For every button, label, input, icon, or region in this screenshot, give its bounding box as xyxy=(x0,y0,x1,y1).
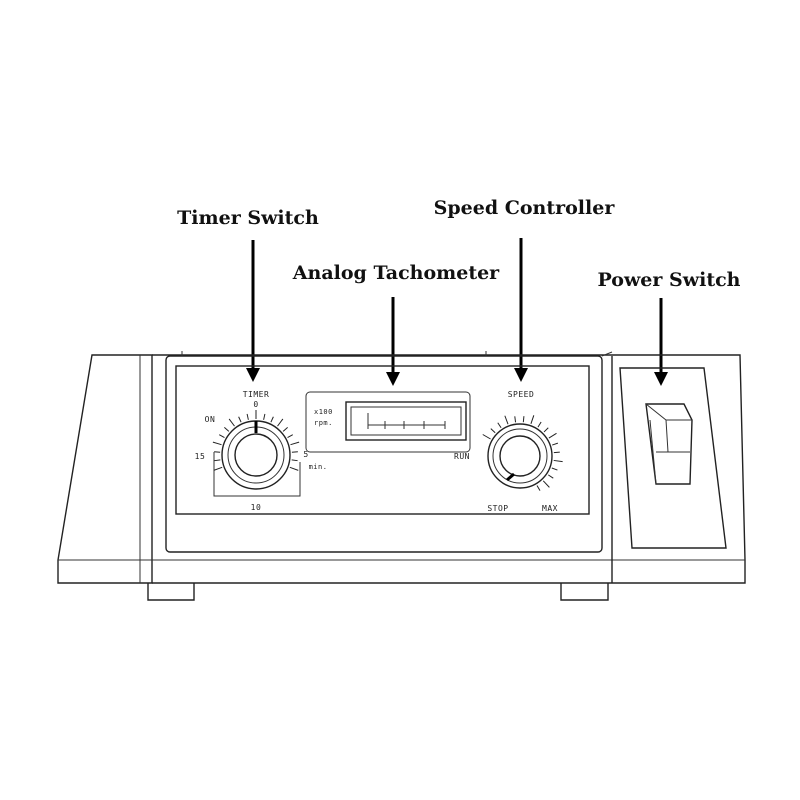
tachometer-unit-label: rpm. xyxy=(314,419,333,427)
power-switch-callout: Power Switch xyxy=(598,269,741,291)
dial-tick xyxy=(514,416,517,423)
dial-tick xyxy=(263,413,266,420)
dial-tick xyxy=(551,467,558,471)
dial-tick xyxy=(542,480,550,488)
dial-tick xyxy=(282,427,288,432)
timer-fifteen-label: 15 xyxy=(195,452,206,461)
dial-tick xyxy=(530,415,535,424)
timer-section: TIMER 0 ON 15 10 5 min. xyxy=(195,390,328,512)
dial-tick xyxy=(504,415,509,425)
tachometer-multiplier-label: x100 xyxy=(314,408,333,416)
timer-title: TIMER xyxy=(243,390,270,399)
speed-run-label: RUN xyxy=(454,452,470,461)
tachometer-section: x100 rpm. xyxy=(305,391,471,453)
speed-stop-label: STOP xyxy=(487,504,508,513)
dial-tick xyxy=(277,418,284,427)
control-panel xyxy=(175,365,590,515)
dial-tick xyxy=(289,466,299,471)
timer-unit-label: min. xyxy=(309,463,328,471)
timer-knob[interactable] xyxy=(221,420,291,490)
speed-knob[interactable] xyxy=(487,423,553,489)
power-arrow xyxy=(654,298,668,386)
dial-tick xyxy=(228,418,235,427)
dial-tick xyxy=(218,434,225,439)
timer-ten-label: 10 xyxy=(251,503,262,512)
dial-tick xyxy=(291,459,298,462)
dial-tick xyxy=(270,416,274,423)
speed-max-label: MAX xyxy=(542,504,558,513)
speed-title: SPEED xyxy=(508,390,535,399)
timer-zero-label: 0 xyxy=(253,400,258,409)
dial-tick xyxy=(553,459,563,463)
dial-tick xyxy=(522,416,525,423)
dial-tick xyxy=(224,427,230,432)
dial-tick xyxy=(548,432,557,439)
speed-controller-callout: Speed Controller xyxy=(434,197,616,219)
timer-switch-callout: Timer Switch xyxy=(177,207,319,229)
dial-tick xyxy=(497,422,502,429)
dial-tick xyxy=(246,413,249,420)
dial-tick xyxy=(553,451,560,454)
dial-tick xyxy=(547,474,554,479)
dial-tick xyxy=(287,434,294,439)
tachometer-arrow xyxy=(386,297,400,386)
dial-tick xyxy=(482,434,491,440)
dial-tick xyxy=(238,416,242,423)
speed-section: SPEED RUN STOP MAX xyxy=(454,390,563,513)
dial-tick xyxy=(290,441,300,446)
dial-tick xyxy=(536,485,541,491)
tachometer-gauge xyxy=(345,401,467,441)
dial-tick xyxy=(490,428,496,434)
timer-dial-ticks xyxy=(212,410,300,471)
dial-tick xyxy=(213,466,223,471)
dial-tick xyxy=(552,442,559,446)
speed-arrow xyxy=(514,238,528,382)
device-body xyxy=(57,351,746,601)
dial-tick xyxy=(212,441,222,446)
timer-on-label: ON xyxy=(205,415,216,424)
dial-tick xyxy=(543,427,549,433)
speed-dial-ticks xyxy=(482,415,563,491)
power-switch[interactable] xyxy=(645,403,693,485)
analog-tachometer-callout: Analog Tachometer xyxy=(292,262,500,284)
dial-tick xyxy=(214,459,221,462)
timer-arrow xyxy=(246,240,260,382)
timer-five-label: 5 xyxy=(303,450,308,459)
dial-tick xyxy=(537,421,542,428)
